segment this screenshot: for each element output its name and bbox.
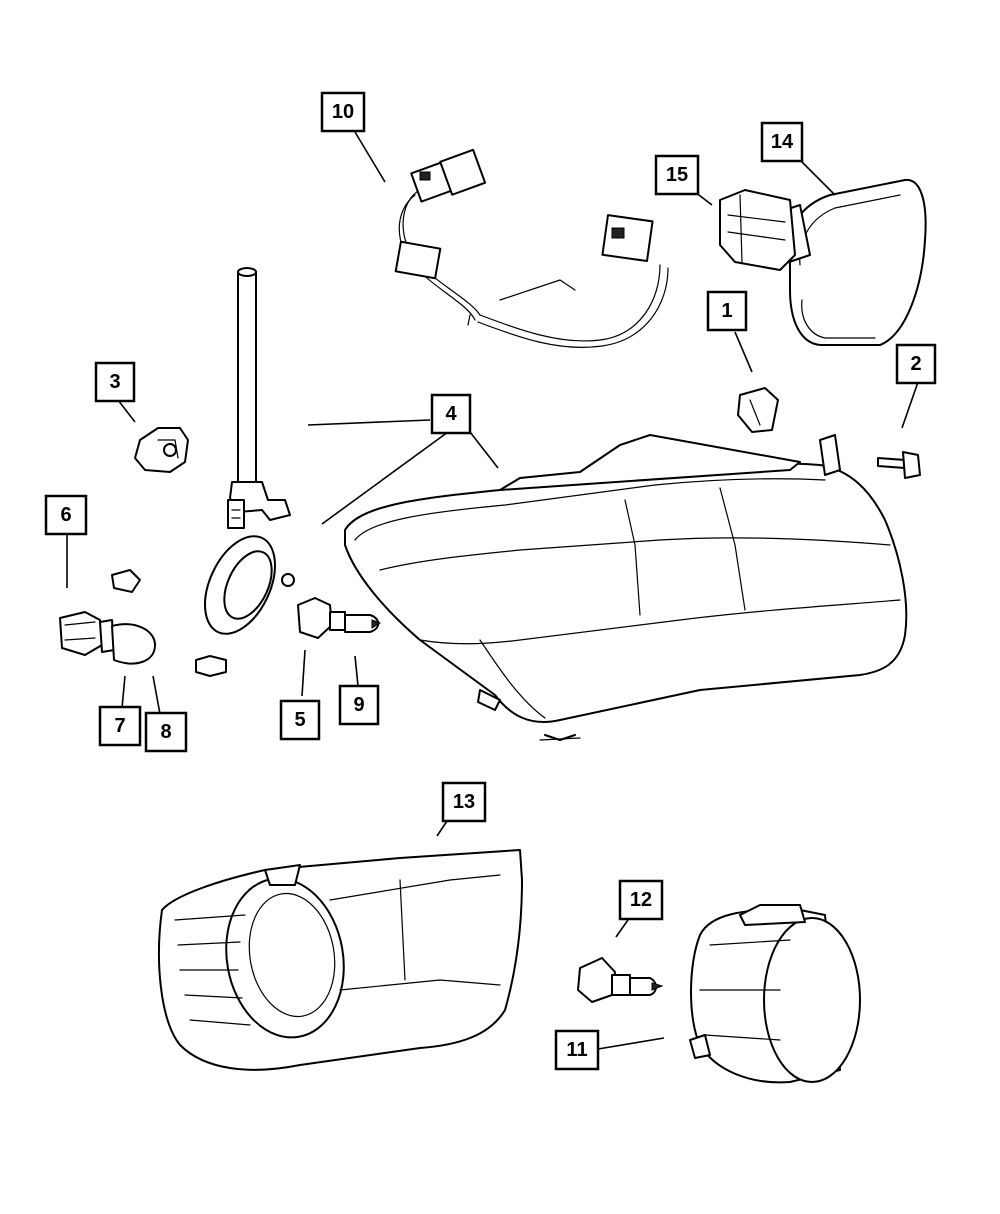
callout-3: 3 bbox=[94, 361, 136, 403]
fog-lamp bbox=[689, 904, 861, 1084]
callout-1: 1 bbox=[706, 290, 748, 332]
callout-4: 4 bbox=[430, 393, 472, 435]
callout-label: 14 bbox=[771, 131, 794, 153]
bulb-socket bbox=[134, 427, 189, 473]
callout-2: 2 bbox=[895, 343, 937, 385]
callout-9: 9 bbox=[338, 684, 380, 726]
callout-11: 11 bbox=[554, 1029, 600, 1071]
callout-12: 12 bbox=[618, 879, 664, 921]
callout-label: 1 bbox=[721, 300, 732, 322]
callout-14: 14 bbox=[760, 121, 804, 163]
callout-10: 10 bbox=[320, 91, 366, 133]
callout-label: 13 bbox=[453, 791, 475, 813]
adjuster-rod bbox=[227, 267, 291, 529]
bulb-seal bbox=[204, 535, 295, 635]
headlamp-bulb bbox=[297, 597, 382, 639]
callout-label: 10 bbox=[332, 101, 354, 123]
callout-13: 13 bbox=[441, 781, 487, 823]
fog-lamp-bulb bbox=[577, 957, 664, 1003]
headlamp-assembly bbox=[344, 434, 908, 741]
callout-label: 6 bbox=[60, 504, 71, 526]
callout-label: 8 bbox=[160, 721, 171, 743]
side-marker-lamp bbox=[769, 178, 927, 346]
callout-label: 4 bbox=[445, 403, 457, 425]
callout-label: 3 bbox=[109, 371, 120, 393]
wiring-harness bbox=[394, 148, 669, 349]
callout-6: 6 bbox=[44, 494, 88, 536]
callout-label: 7 bbox=[114, 715, 125, 737]
callout-15: 15 bbox=[654, 154, 700, 196]
callout-5: 5 bbox=[279, 699, 321, 741]
side-marker-socket bbox=[719, 189, 796, 271]
retaining-clip bbox=[737, 387, 779, 433]
callout-label: 5 bbox=[294, 709, 305, 731]
callout-8: 8 bbox=[144, 711, 188, 753]
fog-lamp-bezel bbox=[158, 849, 523, 1071]
park-turn-bulb bbox=[59, 569, 156, 665]
callout-label: 11 bbox=[566, 1039, 587, 1061]
callout-7: 7 bbox=[98, 705, 142, 747]
callout-label: 9 bbox=[353, 694, 364, 716]
mounting-screw bbox=[877, 451, 921, 479]
callout-label: 15 bbox=[666, 164, 688, 186]
callout-label: 12 bbox=[630, 889, 652, 911]
small-screw bbox=[195, 655, 227, 677]
callout-label: 2 bbox=[910, 353, 921, 375]
